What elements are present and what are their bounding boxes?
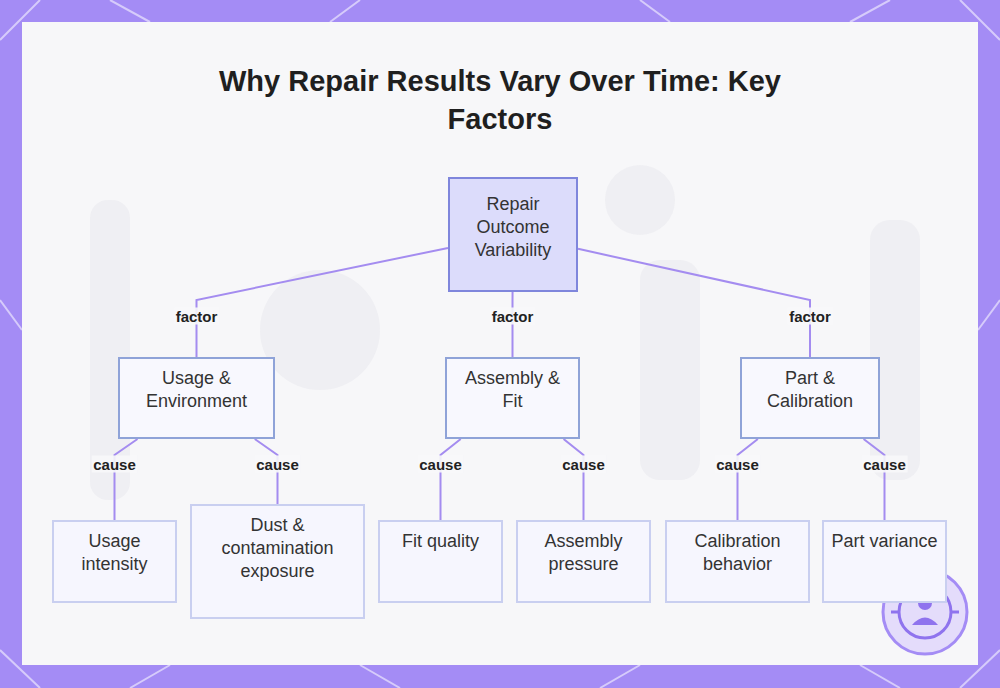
cause-box: Fit quality (378, 520, 503, 603)
factor-box: Assembly & Fit (445, 357, 580, 439)
connector-line (738, 439, 758, 520)
connector-line (864, 439, 885, 520)
node-text: Dust & contamination exposure (198, 514, 357, 583)
node-text: Assembly pressure (524, 530, 643, 576)
connector-line (564, 439, 584, 520)
factor-box: Usage & Environment (118, 357, 275, 439)
connector-line (512, 292, 514, 357)
connector-line (197, 248, 449, 357)
cause-box: Part variance (822, 520, 947, 603)
cause-box: Usage intensity (52, 520, 177, 603)
edge-label: cause (91, 456, 138, 473)
edge-label: cause (861, 456, 908, 473)
factor-box: Part & Calibration (740, 357, 880, 439)
edge-label: cause (560, 456, 607, 473)
node-text: Usage & Environment (126, 367, 267, 413)
connector-line (578, 249, 810, 357)
root-box: Repair Outcome Variability (448, 177, 578, 292)
diagram-title: Why Repair Results Vary Over Time: Key F… (200, 62, 800, 138)
connector-line (115, 439, 138, 520)
edge-label: cause (417, 456, 464, 473)
node-text: Calibration behavior (673, 530, 802, 576)
node-text: Repair Outcome Variability (456, 193, 570, 262)
node-text: Fit quality (386, 530, 495, 553)
edge-label: cause (714, 456, 761, 473)
node-text: Part & Calibration (748, 367, 872, 413)
edge-label: cause (254, 456, 301, 473)
cause-box: Assembly pressure (516, 520, 651, 603)
edge-label: factor (490, 308, 536, 325)
node-text: Usage intensity (60, 530, 169, 576)
connector-line (441, 439, 461, 520)
node-text: Assembly & Fit (453, 367, 572, 413)
cause-box: Dust & contamination exposure (190, 504, 365, 619)
cause-box: Calibration behavior (665, 520, 810, 603)
node-text: Part variance (830, 530, 939, 553)
edge-label: factor (174, 308, 220, 325)
edge-label: factor (787, 308, 833, 325)
